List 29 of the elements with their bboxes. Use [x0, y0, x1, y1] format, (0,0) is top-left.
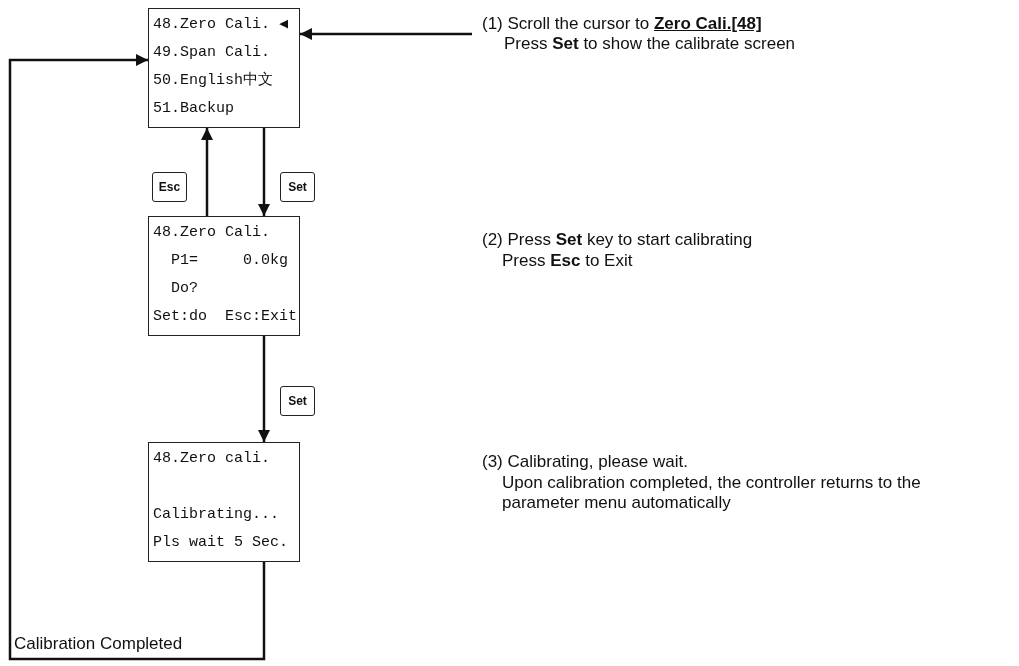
arrow — [258, 128, 270, 216]
lcd-screen — [148, 442, 300, 562]
lcd-screen — [148, 216, 300, 336]
arrow — [8, 54, 266, 661]
screen-text: Pls wait 5 Sec. — [153, 533, 289, 553]
edge-label: Calibration Completed — [14, 634, 183, 654]
instruction-text: (3) Calibrating, please wait. — [482, 452, 689, 472]
screen-text: 50.English中文 — [153, 71, 273, 91]
arrow — [300, 28, 472, 40]
arrow — [201, 128, 213, 216]
screen-text: 48.Zero Cali. — [153, 223, 271, 243]
key-button: Esc — [152, 172, 187, 202]
screen-text: Set:do Esc:Exit — [153, 307, 298, 327]
arrow — [258, 336, 270, 442]
screen-text: 48.Zero Cali. ◀ — [153, 15, 289, 35]
key-button: Set — [280, 172, 315, 202]
screen-text: 48.Zero cali. — [153, 449, 271, 469]
screen-text: Calibrating... — [153, 505, 280, 525]
screen-text: 49.Span Cali. — [153, 43, 271, 63]
screen-text: Do? — [170, 279, 198, 299]
instruction-text: Press Esc to Exit — [502, 251, 634, 271]
key-button: Set — [280, 386, 315, 416]
instruction-text: (2) Press Set key to start calibrating — [482, 230, 754, 250]
instruction-text: Upon calibration completed, the controller returns to the parameter menu automatically — [502, 473, 922, 513]
lcd-screen — [148, 8, 300, 128]
instruction-text: Press Set to show the calibrate screen — [504, 34, 797, 54]
instruction-text: (1) Scroll the cursor to Zero Cali.[48] — [482, 14, 763, 34]
screen-text: 51.Backup — [153, 99, 234, 119]
screen-text: P1= 0.0kg — [170, 251, 289, 271]
